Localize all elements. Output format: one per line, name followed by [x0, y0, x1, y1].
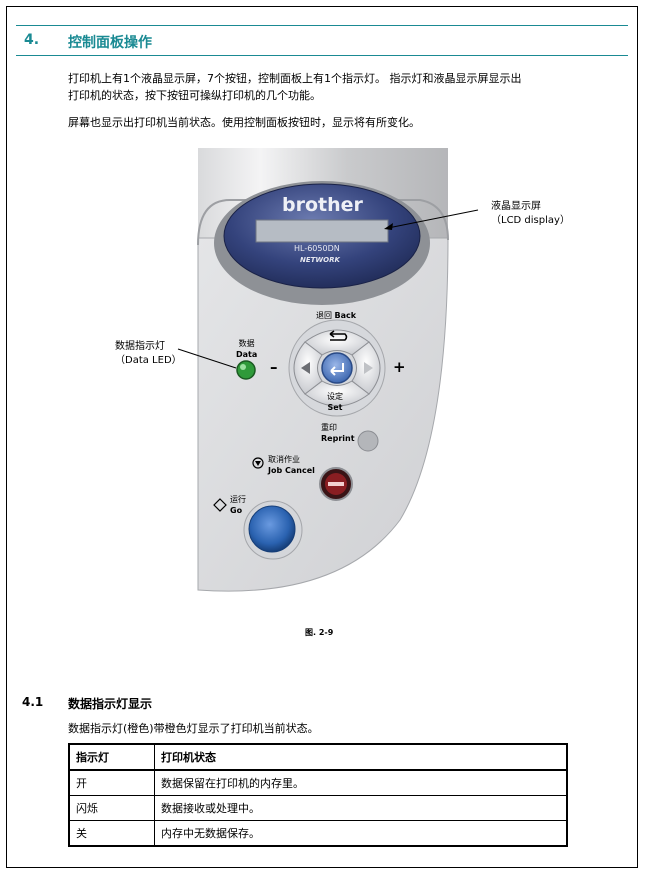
go-button[interactable] [248, 505, 296, 553]
led-callout-line [177, 348, 237, 369]
back-label: 退回 Back [316, 310, 356, 321]
figure-caption: 图. 2-9 [305, 628, 334, 637]
go-symbol-icon [213, 498, 227, 512]
data-label: 数据 Data [236, 338, 257, 360]
reprint-label-cn: 重印 [321, 423, 337, 432]
right-arrow-icon [364, 362, 373, 374]
subsection-title: 数据指示灯显示 [68, 697, 153, 711]
panel-body [197, 237, 449, 592]
cancel-triangle-icon [255, 461, 261, 466]
row-status: 内存中无数据保存。 [154, 820, 568, 847]
cancel-symbol-icon [252, 457, 264, 469]
table-row: 开 数据保留在打印机的内存里。 [68, 769, 568, 796]
cancel-label-cn: 取消作业 [268, 455, 300, 464]
reprint-label-en: Reprint [321, 434, 355, 443]
brand-logo: brother [282, 194, 363, 216]
data-label-cn: 数据 [238, 339, 255, 348]
left-arrow-icon [301, 362, 310, 374]
section-number: 4. [24, 32, 40, 48]
go-label-cn: 运行 [230, 495, 246, 504]
back-arrow-icon [329, 330, 348, 341]
lcd-callout: 液晶显示屏 （LCD display） [491, 200, 570, 228]
go-label-en: Go [230, 506, 243, 515]
set-label: 设定 Set [327, 391, 343, 413]
lcd-callout-line [387, 209, 479, 229]
header-status: 打印机状态 [154, 743, 568, 771]
row-indicator: 关 [68, 820, 155, 847]
led-callout: 数据指示灯 （Data LED） [115, 340, 182, 368]
intro-paragraph: 打印机上有1个液晶显示屏，7个按钮，控制面板上有1个指示灯。 指示灯和液晶显示屏… [68, 70, 623, 104]
cancel-label: 取消作业 Job Cancel [268, 454, 315, 476]
page-border [6, 6, 638, 868]
row-indicator: 开 [68, 769, 155, 796]
data-label-en: Data [236, 350, 258, 359]
subsection-intro: 数据指示灯(橙色)带橙色灯显示了打印机当前状态。 [68, 722, 319, 735]
model-name: HL-6050DN [294, 244, 340, 253]
lcd-display [255, 219, 389, 243]
minus-button[interactable]: – [270, 358, 278, 376]
lcd-callout-en: （LCD display） [491, 215, 570, 226]
back-label-cn: 退回 [316, 311, 332, 320]
plus-button[interactable]: + [393, 358, 406, 376]
cancel-label-en: Job Cancel [268, 466, 315, 475]
reprint-button[interactable] [357, 430, 379, 452]
data-led-highlight [240, 364, 246, 370]
section-bottom-rule [16, 55, 628, 56]
header-indicator: 指示灯 [68, 743, 155, 771]
row-indicator: 闪烁 [68, 795, 155, 821]
table-row: 关 内存中无数据保存。 [68, 820, 568, 847]
set-label-en: Set [327, 403, 343, 412]
led-status-table: 指示灯 打印机状态 开 数据保留在打印机的内存里。 闪烁 数据接收或处理中。 关… [68, 743, 568, 847]
data-led [236, 360, 256, 380]
set-label-cn: 设定 [327, 392, 343, 401]
set-button[interactable] [321, 352, 353, 384]
cancel-bar-icon [328, 482, 344, 486]
intro-line-1: 打印机上有1个液晶显示屏，7个按钮，控制面板上有1个指示灯。 指示灯和液晶显示屏… [68, 72, 522, 85]
led-callout-cn: 数据指示灯 [115, 341, 165, 352]
lcd-callout-cn: 液晶显示屏 [491, 201, 541, 212]
section-title: 控制面板操作 [68, 35, 152, 51]
table-header-row: 指示灯 打印机状态 [68, 743, 568, 771]
row-status: 数据保留在打印机的内存里。 [154, 769, 568, 796]
panel-rim [197, 199, 449, 246]
go-label: 运行 Go [230, 494, 246, 516]
section-top-rule [16, 25, 628, 26]
led-callout-en: （Data LED） [115, 355, 182, 366]
status-paragraph: 屏幕也显示出打印机当前状态。使用控制面板按钮时，显示将有所变化。 [68, 116, 420, 129]
reprint-label: 重印 Reprint [321, 422, 355, 444]
back-label-en: Back [334, 311, 357, 320]
row-status: 数据接收或处理中。 [154, 795, 568, 821]
intro-line-2: 打印机的状态，按下按钮可操纵打印机的几个功能。 [68, 89, 321, 102]
subsection-number: 4.1 [22, 695, 44, 709]
network-logo: NETWORK [300, 256, 340, 264]
enter-icon [330, 363, 344, 376]
table-row: 闪烁 数据接收或处理中。 [68, 795, 568, 821]
lcd-callout-arrow [384, 223, 393, 230]
